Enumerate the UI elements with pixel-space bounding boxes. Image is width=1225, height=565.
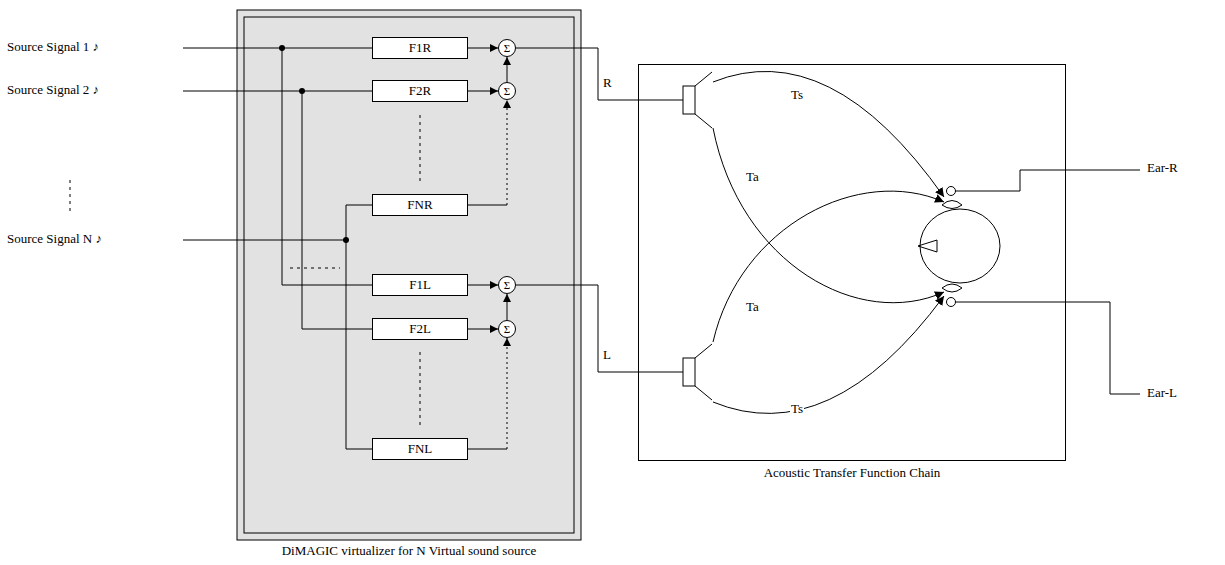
sum-symbol: Σ	[504, 279, 510, 291]
filter-box: F1R	[372, 37, 468, 59]
channel-label: R	[602, 76, 613, 91]
transfer-paths	[713, 71, 944, 413]
speakers	[639, 72, 712, 400]
sum-junction: Σ	[498, 82, 516, 100]
ear-wires	[956, 170, 1141, 394]
channel-label: L	[602, 348, 612, 363]
signal-label: Source Signal N ♪	[6, 232, 103, 247]
sum-symbol: Σ	[504, 85, 510, 97]
frame-caption: DiMAGIC virtualizer for N Virtual sound …	[237, 544, 581, 558]
transfer-label: Ts	[790, 402, 804, 417]
signal-label: Source Signal 1 ♪	[6, 40, 100, 55]
filter-label: FNL	[408, 442, 433, 456]
transfer-label: Ta	[745, 170, 760, 185]
junction-dots	[279, 45, 349, 243]
sum-symbol: Σ	[504, 323, 510, 335]
signal-connector	[468, 91, 498, 92]
filter-box: F2L	[372, 318, 468, 340]
signal-connector	[468, 329, 498, 330]
signal-label: Source Signal 2 ♪	[6, 83, 100, 98]
sum-junction: Σ	[498, 320, 516, 338]
filter-label: FNR	[407, 198, 432, 212]
sum-symbol: Σ	[504, 42, 510, 54]
signal-connector	[507, 294, 508, 320]
acoustic-chain-box: Acoustic Transfer Function Chain	[638, 64, 1066, 461]
signal-connector	[507, 57, 508, 82]
filter-label: F1R	[409, 41, 431, 55]
signal-connector	[468, 48, 498, 49]
filter-box: F2R	[372, 80, 468, 102]
signal-connector	[468, 100, 507, 205]
transfer-label: Ta	[745, 300, 760, 315]
signal-connector	[468, 285, 498, 286]
frame-caption: Acoustic Transfer Function Chain	[639, 466, 1065, 480]
filter-box: F1L	[372, 274, 468, 296]
filter-label: F2R	[409, 84, 431, 98]
filter-label: F1L	[409, 278, 431, 292]
filter-box: FNR	[372, 194, 468, 216]
signal-connector	[516, 285, 638, 372]
ellipsis-marks	[70, 115, 420, 428]
frame-inner	[244, 17, 574, 533]
signal-connector	[468, 338, 507, 449]
listener-head	[918, 187, 1000, 307]
sum-junction: Σ	[498, 276, 516, 294]
transfer-label: Ts	[790, 88, 804, 103]
filter-box: FNL	[372, 438, 468, 460]
signal-connector	[516, 48, 638, 100]
sum-junction: Σ	[498, 39, 516, 57]
source-wires	[183, 48, 372, 449]
frame-outer	[237, 10, 581, 540]
ear-label: Ear-R	[1146, 161, 1179, 176]
ear-label: Ear-L	[1146, 386, 1178, 401]
filter-label: F2L	[409, 322, 431, 336]
virtualizer-frame: DiMAGIC virtualizer for N Virtual sound …	[237, 10, 581, 540]
